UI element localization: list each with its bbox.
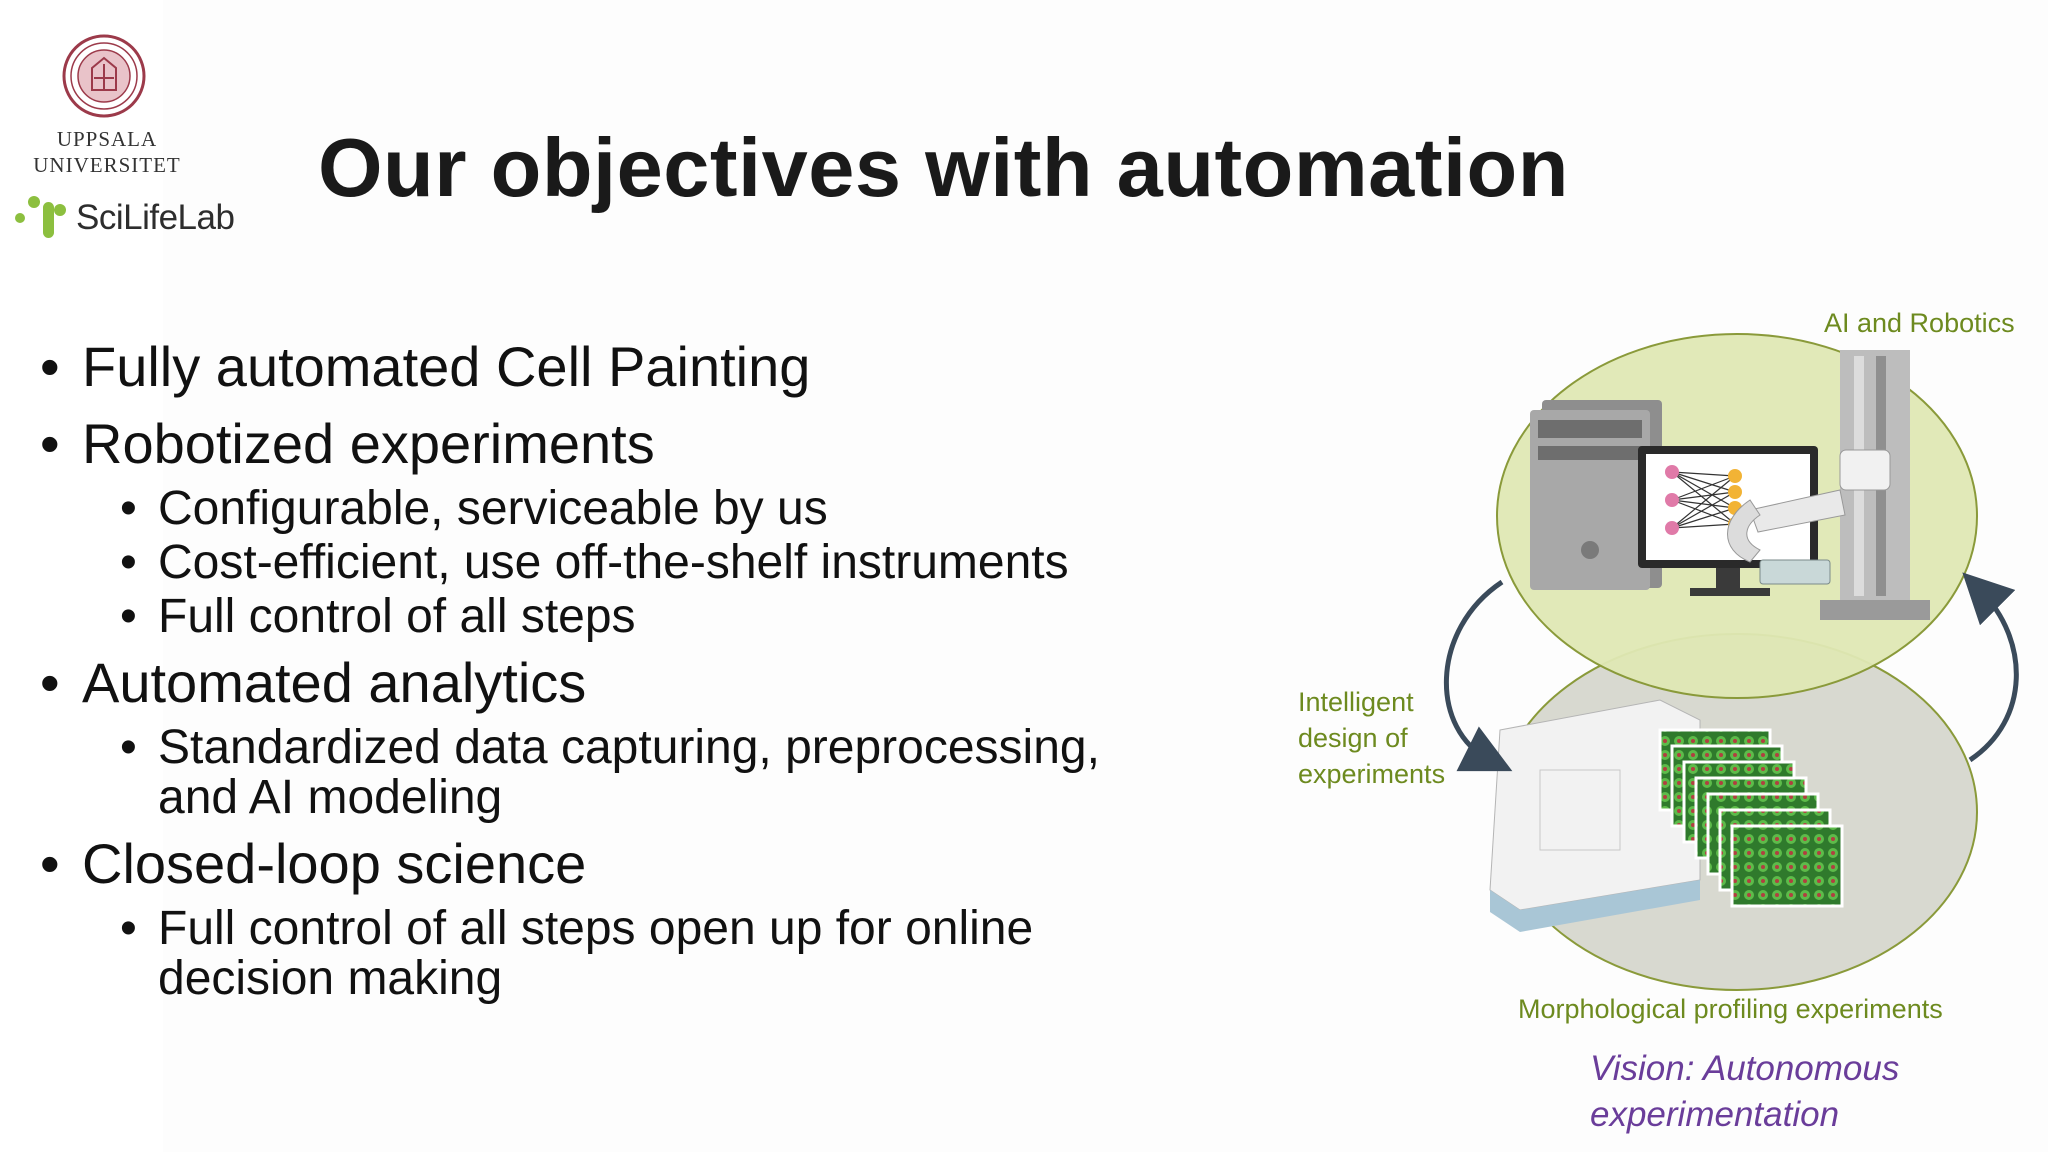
autonomous-loop-diagram: [1444, 333, 2019, 991]
intelligent-design-line-1: Intelligent: [1298, 687, 1414, 717]
scilifelab-logo: SciLifeLab: [12, 192, 252, 242]
microscope-icon: [1489, 699, 1701, 932]
scilifelab-dots-icon: [15, 196, 66, 238]
slide-title: Our objectives with automation: [318, 121, 1569, 214]
sub-bullet-text: Configurable, serviceable by us: [158, 482, 828, 535]
bullet-item: Closed-loop science: [40, 833, 1260, 896]
intelligent-design-line-3: experiments: [1298, 759, 1446, 789]
university-line-2: UNIVERSITET: [33, 153, 181, 177]
bullet-item: Automated analytics: [40, 652, 1260, 715]
bullet-item: Fully automated Cell Painting: [40, 336, 1260, 399]
sub-bullet-item: Standardized data capturing, preprocessi…: [40, 723, 1260, 823]
bullet-list: Fully automated Cell Painting Robotized …: [40, 336, 1260, 1014]
bullet-item: Robotized experiments: [40, 413, 1260, 476]
computer-tower-icon: [1530, 400, 1662, 590]
sub-bullet-text-continued: decision making: [158, 952, 503, 1005]
sub-bullet-text-continued: and AI modeling: [158, 771, 503, 824]
vision-line-2: experimentation: [1590, 1095, 1840, 1134]
right-loop-arrow: [1962, 572, 2019, 763]
intelligent-design-line-2: design of: [1298, 723, 1408, 753]
cell-image-stack-icon: [1658, 728, 1844, 908]
university-line-1: UPPSALA: [56, 127, 158, 151]
sub-bullet-text: Full control of all steps: [158, 590, 636, 643]
monitor-icon: [1638, 446, 1831, 596]
sub-bullet-text: Cost-efficient, use off-the-shelf instru…: [158, 536, 1069, 589]
university-name: UPPSALA UNIVERSITET: [22, 126, 192, 178]
intelligent-design-label: Intelligent design of experiments: [1298, 684, 1445, 792]
sub-bullet-text: Full control of all steps open up for on…: [158, 902, 1034, 955]
vision-line-1: Vision: Autonomous: [1590, 1049, 1900, 1088]
sub-bullet-item: Configurable, serviceable by us: [40, 482, 1260, 535]
robot-arm-icon: [1727, 350, 1930, 620]
sub-bullet-text: Standardized data capturing, preprocessi…: [158, 721, 1100, 774]
sub-bullet-item: Full control of all steps open up for on…: [40, 904, 1260, 1004]
ai-robotics-label: AI and Robotics: [1824, 308, 2015, 338]
morphological-profiling-label: Morphological profiling experiments: [1518, 994, 1943, 1024]
sub-bullet-item: Full control of all steps: [40, 590, 1260, 643]
vision-caption: Vision: Autonomous experimentation: [1590, 1046, 1899, 1138]
sub-bullet-item: Cost-efficient, use off-the-shelf instru…: [40, 536, 1260, 589]
scilifelab-name: SciLifeLab: [76, 198, 235, 237]
left-loop-arrow: [1444, 579, 1513, 772]
uppsala-seal-icon: [62, 34, 146, 118]
